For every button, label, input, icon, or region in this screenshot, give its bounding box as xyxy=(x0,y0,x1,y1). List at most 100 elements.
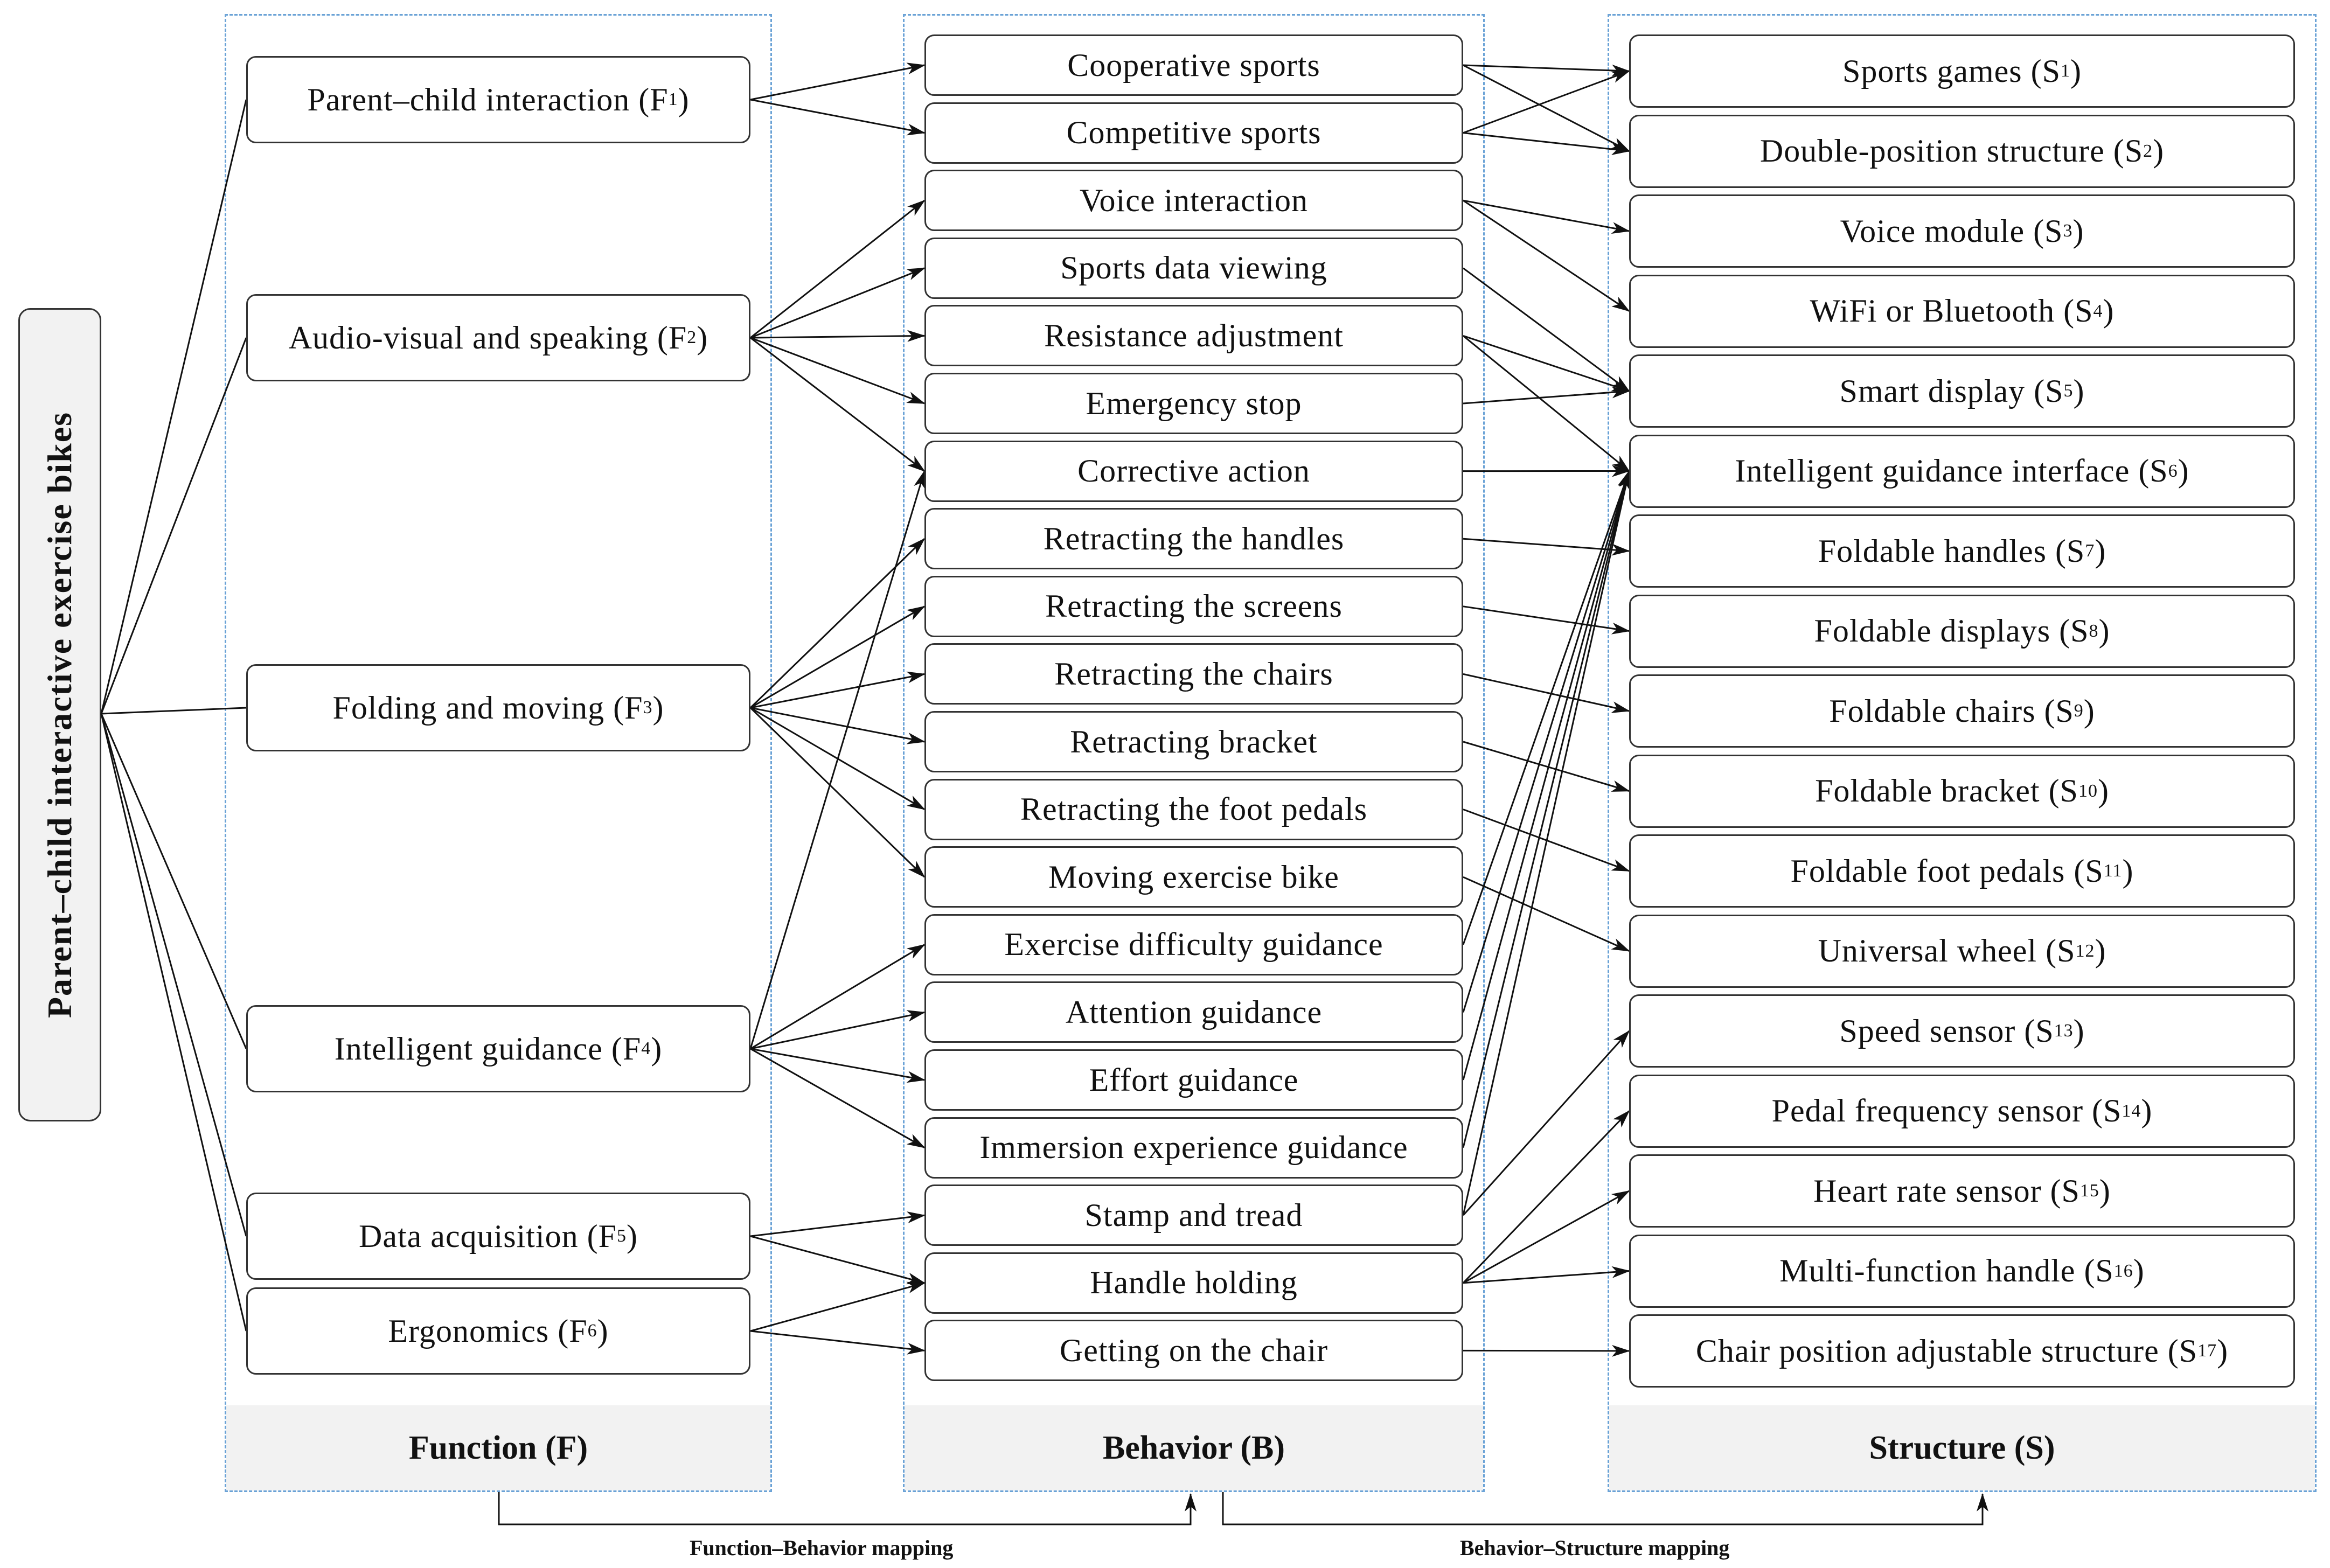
behavior-node-1: Cooperative sports xyxy=(924,34,1463,96)
function-behavior-arrow-11 xyxy=(750,707,926,744)
behavior-structure-arrow-26 xyxy=(1463,1266,1630,1284)
behavior-node-5: Resistance adjustment xyxy=(924,305,1463,367)
function-behavior-arrow-3 xyxy=(750,199,926,339)
behavior-node-12: Retracting the foot pedals xyxy=(924,778,1463,840)
behavior-node-3: Voice interaction xyxy=(924,170,1463,232)
behavior-structure-arrow-3 xyxy=(1463,70,1630,134)
function-behavior-mapping-label: Function–Behavior mapping xyxy=(690,1536,954,1560)
behavior-structure-arrow-6 xyxy=(1463,199,1630,312)
function-behavior-arrow-5 xyxy=(750,330,926,342)
behavior-node-8: Retracting the handles xyxy=(924,508,1463,570)
behavior-panel: Behavior (B) xyxy=(903,14,1485,1492)
root-to-function-line-5 xyxy=(100,713,247,1237)
behavior-structure-arrow-20 xyxy=(1462,470,1631,1081)
behavior-node-13: Moving exercise bike xyxy=(924,846,1463,908)
behavior-structure-arrow-4 xyxy=(1463,132,1630,155)
behavior-node-4: Sports data viewing xyxy=(924,237,1463,299)
behavior-structure-arrow-18 xyxy=(1462,470,1630,945)
function-behavior-arrow-13 xyxy=(749,707,926,878)
function-column-title: Function (F) xyxy=(226,1405,770,1490)
function-behavior-arrow-4 xyxy=(750,267,926,339)
behavior-structure-arrow-23 xyxy=(1462,1030,1630,1216)
function-behavior-arrow-19 xyxy=(750,1211,926,1237)
behavior-structure-arrow-22 xyxy=(1462,470,1631,1216)
behavior-structure-mapping-arrow xyxy=(1222,1492,1988,1525)
behavior-structure-arrow-5 xyxy=(1463,199,1630,234)
behavior-node-20: Getting on the chair xyxy=(924,1320,1463,1382)
function-behavior-arrow-14 xyxy=(749,470,926,1049)
behavior-node-6: Emergency stop xyxy=(924,373,1463,434)
root-to-function-line-6 xyxy=(100,713,247,1332)
behavior-node-19: Handle holding xyxy=(924,1252,1463,1314)
function-behavior-arrow-21 xyxy=(750,1281,926,1332)
behavior-structure-arrow-27 xyxy=(1463,1344,1630,1357)
root-to-function-line-4 xyxy=(100,713,247,1049)
structure-panel: Structure (S) xyxy=(1608,14,2317,1492)
function-panel: Function (F) xyxy=(225,14,772,1492)
function-behavior-mapping-arrow xyxy=(498,1492,1197,1525)
function-behavior-arrow-16 xyxy=(750,1010,926,1050)
root-to-function-line-1 xyxy=(100,99,247,714)
behavior-node-18: Stamp and tread xyxy=(924,1184,1463,1246)
behavior-structure-arrow-13 xyxy=(1463,605,1630,635)
function-behavior-arrow-18 xyxy=(750,1048,926,1148)
root-to-function-line-3 xyxy=(101,707,247,715)
function-behavior-arrow-17 xyxy=(750,1048,926,1083)
behavior-structure-arrow-24 xyxy=(1462,1110,1630,1284)
behavior-structure-arrow-8 xyxy=(1463,334,1630,392)
behavior-structure-arrow-2 xyxy=(1463,64,1630,152)
behavior-structure-arrow-1 xyxy=(1463,64,1630,76)
behavior-structure-arrow-10 xyxy=(1463,386,1630,405)
function-behavior-arrow-22 xyxy=(750,1330,926,1355)
function-behavior-arrow-2 xyxy=(750,99,926,136)
behavior-structure-arrow-15 xyxy=(1463,741,1630,792)
behavior-node-16: Effort guidance xyxy=(924,1049,1463,1111)
structure-column-title: Structure (S) xyxy=(1609,1405,2315,1490)
behavior-column-title: Behavior (B) xyxy=(905,1405,1483,1490)
behavior-node-14: Exercise difficulty guidance xyxy=(924,914,1463,975)
behavior-node-7: Corrective action xyxy=(924,440,1463,502)
function-behavior-arrow-10 xyxy=(750,671,926,709)
behavior-node-9: Retracting the screens xyxy=(924,575,1463,637)
behavior-structure-arrow-17 xyxy=(1463,876,1630,952)
behavior-node-17: Immersion experience guidance xyxy=(924,1117,1463,1179)
function-behavior-arrow-1 xyxy=(750,62,926,101)
function-behavior-arrow-20 xyxy=(750,1235,926,1285)
behavior-structure-arrow-25 xyxy=(1463,1190,1630,1284)
root-to-function-line-2 xyxy=(100,337,247,714)
behavior-structure-arrow-9 xyxy=(1463,335,1630,472)
root-node: Parent–child interactive exercise bikes xyxy=(18,308,101,1121)
behavior-structure-mapping-label: Behavior–Structure mapping xyxy=(1460,1536,1730,1560)
function-behavior-arrow-15 xyxy=(750,944,926,1050)
behavior-node-11: Retracting bracket xyxy=(924,711,1463,772)
behavior-structure-arrow-19 xyxy=(1462,470,1630,1013)
behavior-node-15: Attention guidance xyxy=(924,981,1463,1043)
function-behavior-arrow-8 xyxy=(749,538,926,709)
function-behavior-arrow-6 xyxy=(750,337,926,405)
behavior-structure-arrow-14 xyxy=(1463,673,1630,713)
function-behavior-arrow-7 xyxy=(750,337,926,472)
